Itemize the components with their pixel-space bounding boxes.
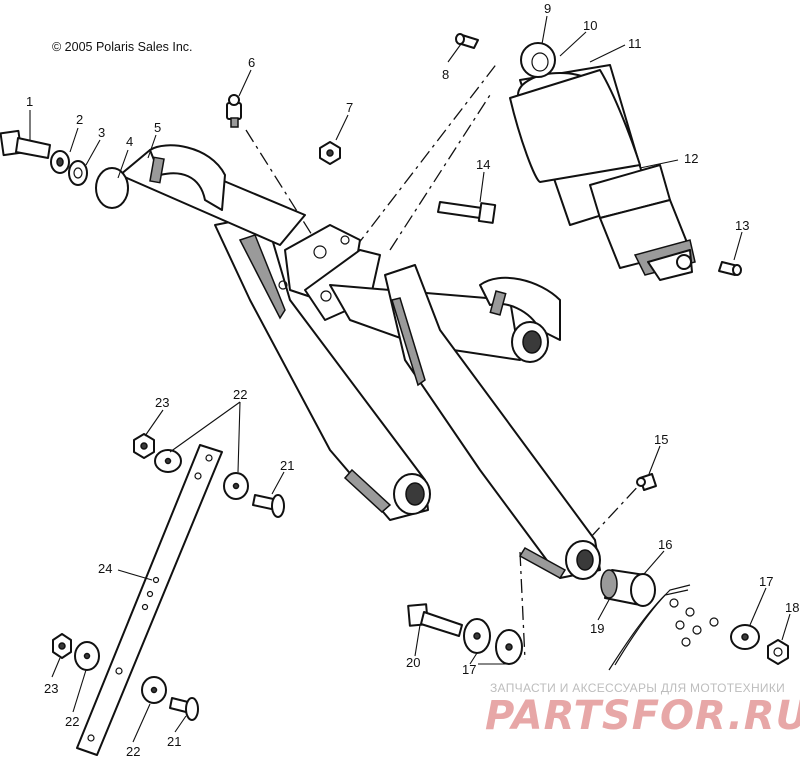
callout-21-lower: 21	[167, 734, 181, 749]
shock-absorber	[509, 42, 696, 281]
nut-23-upper	[133, 433, 155, 459]
watermark-brand: PARTSFOR.RU	[485, 693, 800, 739]
callout-8: 8	[442, 67, 449, 82]
washer-22-upper-a	[154, 449, 182, 473]
nut-7	[319, 141, 341, 165]
washer-17-lower-a	[463, 618, 491, 654]
upper-cross-tube	[95, 144, 306, 246]
pin-21-lower	[169, 697, 199, 721]
callout-2: 2	[76, 112, 83, 127]
grease-fitting-6	[226, 94, 242, 128]
callout-3: 3	[98, 125, 105, 140]
washer-17-right	[730, 624, 760, 650]
alignment-lines	[245, 61, 643, 661]
callout-labels: 1 2 3 4 5 6 7 8 9 10 11 12 13 14 15 16 1…	[26, 1, 799, 759]
callout-10: 10	[583, 18, 597, 33]
callout-14: 14	[476, 157, 490, 172]
callout-21-upper: 21	[280, 458, 294, 473]
watermark-tagline: ЗАПЧАСТИ И АКСЕССУАРЫ ДЛЯ МОТОТЕХНИКИ	[490, 681, 786, 695]
callout-9: 9	[544, 1, 551, 16]
callout-16: 16	[658, 537, 672, 552]
callout-23-upper: 23	[155, 395, 169, 410]
pin-21-upper	[252, 494, 285, 518]
pin-8	[455, 33, 479, 49]
callout-19: 19	[590, 621, 604, 636]
washer-22-lower-b	[141, 676, 167, 704]
nut-23-lower	[52, 633, 72, 659]
callout-1: 1	[26, 94, 33, 109]
washer-17-lower-b	[495, 629, 523, 665]
callout-23-lower: 23	[44, 681, 58, 696]
washer-3	[68, 160, 88, 186]
bolt-1	[0, 129, 51, 159]
grease-fitting-15	[636, 473, 657, 491]
leader-lines	[29, 15, 791, 743]
callout-12: 12	[684, 151, 698, 166]
bolt-14	[437, 201, 497, 224]
callout-7: 7	[346, 100, 353, 115]
callout-22-upper: 22	[233, 387, 247, 402]
pin-13	[718, 261, 742, 276]
callout-18: 18	[785, 600, 799, 615]
bushing-16	[600, 569, 656, 607]
callout-4: 4	[126, 134, 133, 149]
limiter-bracket	[608, 584, 719, 671]
callout-15: 15	[654, 432, 668, 447]
callout-24: 24	[98, 561, 112, 576]
callout-22-lower: 22	[126, 744, 140, 759]
callout-5: 5	[154, 120, 161, 135]
left-swing-arm	[214, 214, 431, 521]
washer-2	[50, 150, 70, 174]
copyright-notice: © 2005 Polaris Sales Inc.	[52, 40, 193, 54]
callout-17-lower: 17	[462, 662, 476, 677]
callout-20: 20	[406, 655, 420, 670]
callout-17-right: 17	[759, 574, 773, 589]
limiter-strap-24	[76, 444, 223, 756]
callout-13: 13	[735, 218, 749, 233]
callout-11: 11	[628, 36, 642, 51]
callout-6: 6	[248, 55, 255, 70]
nut-18	[767, 639, 789, 665]
right-swing-arm	[329, 264, 601, 580]
bolt-20	[407, 603, 463, 637]
washer-22-upper-b	[223, 472, 249, 500]
washer-22-lower-a	[74, 641, 100, 671]
callout-22-middle: 22	[65, 714, 79, 729]
